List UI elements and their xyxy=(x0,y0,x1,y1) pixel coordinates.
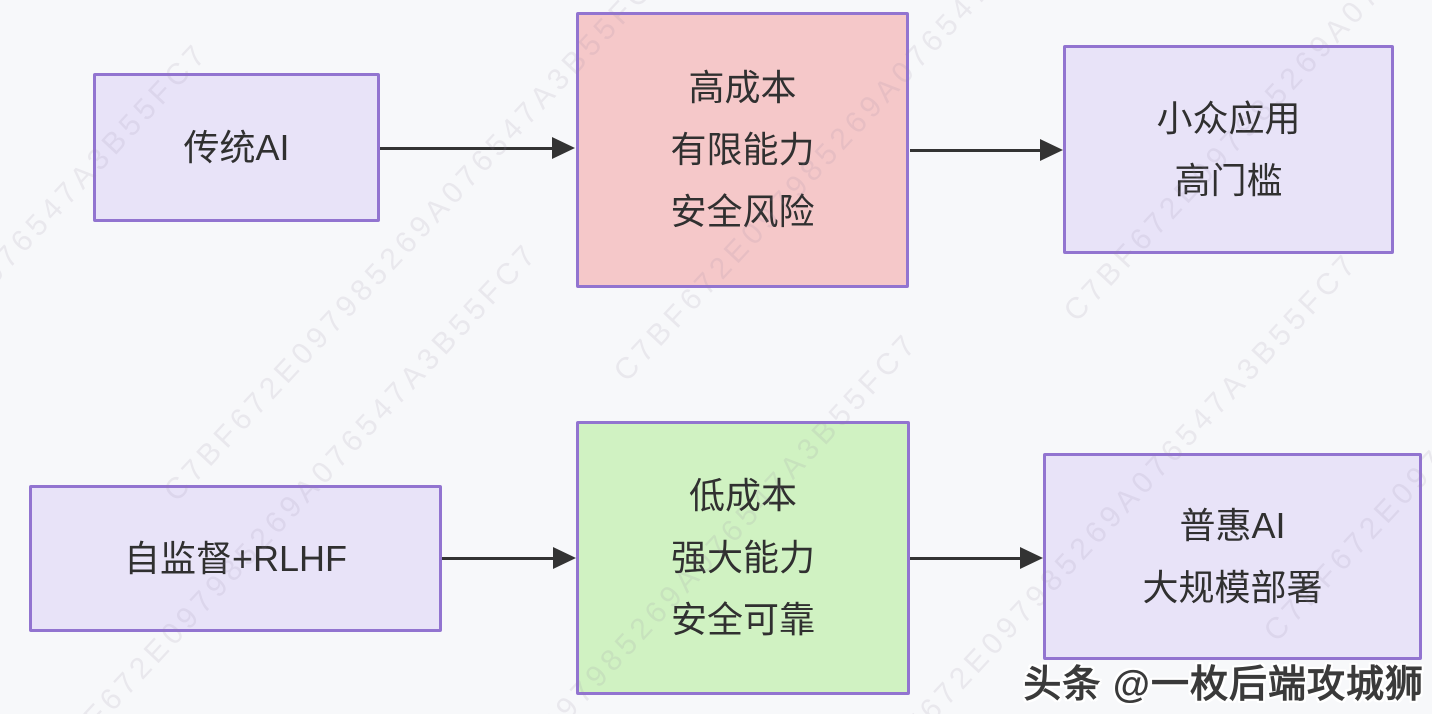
arrow-benefits-to-outcome xyxy=(910,547,1043,569)
arrow-shaft xyxy=(910,556,1021,560)
node-ssl-rlhf: 自监督+RLHF xyxy=(29,485,442,632)
node-text-line: 小众应用 xyxy=(1156,97,1301,139)
node-text-line: 大规模部署 xyxy=(1142,566,1323,608)
node-text-line: 自监督+RLHF xyxy=(123,537,348,579)
arrowhead-icon xyxy=(553,547,576,569)
arrowhead-icon xyxy=(1040,139,1063,161)
node-text-line: 安全可靠 xyxy=(670,599,815,640)
arrow-shaft xyxy=(380,146,553,150)
node-traditional-ai: 传统AI xyxy=(93,73,380,222)
arrow-problems-to-outcome xyxy=(910,139,1063,161)
node-text-line: 传统AI xyxy=(183,126,290,168)
arrowhead-icon xyxy=(1020,547,1043,569)
arrow-shaft xyxy=(442,556,554,560)
node-ssl-outcome: 普惠AI 大规模部署 xyxy=(1043,453,1422,660)
attribution-watermark: 头条 @一枚后端攻城狮 xyxy=(1023,664,1424,706)
diagonal-watermark: C7BF672E097985269A076547A3B55FC7 xyxy=(27,236,546,714)
arrowhead-icon xyxy=(552,137,575,159)
node-traditional-problems: 高成本 有限能力 安全风险 xyxy=(576,12,909,288)
node-traditional-outcome: 小众应用 高门槛 xyxy=(1063,45,1394,254)
node-text-line: 普惠AI xyxy=(1179,504,1286,546)
node-text-line: 安全风险 xyxy=(670,191,815,232)
node-ssl-benefits: 低成本 强大能力 安全可靠 xyxy=(576,421,910,695)
node-text-line: 强大能力 xyxy=(670,537,815,578)
node-text-line: 有限能力 xyxy=(670,129,815,170)
node-text-line: 高成本 xyxy=(688,67,797,108)
arrow-traditional-to-problems xyxy=(380,137,575,159)
arrow-shaft xyxy=(910,148,1041,152)
node-text-line: 低成本 xyxy=(688,475,797,516)
arrow-ssl-to-benefits xyxy=(442,547,576,569)
node-text-line: 高门槛 xyxy=(1174,159,1283,201)
